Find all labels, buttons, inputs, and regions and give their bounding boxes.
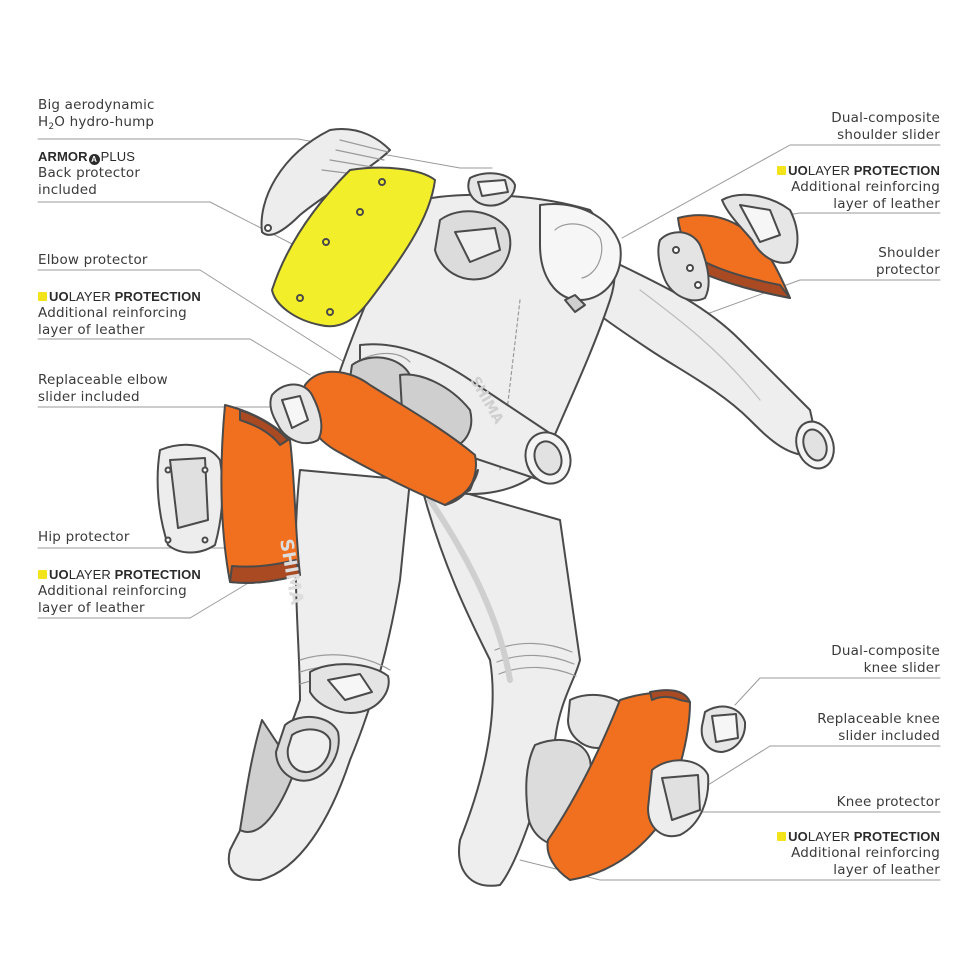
leader-duo-elbow — [37, 338, 311, 376]
knee-slider-right — [700, 705, 747, 753]
hydro-hump — [260, 128, 391, 236]
label-knee-slider-replaceable: Replaceable knee slider included — [817, 711, 940, 744]
leader-shoulder-slider — [621, 144, 941, 239]
leader-knee-slider — [734, 677, 941, 706]
label-hip-protector: Hip protector — [38, 529, 130, 545]
label-hydro-hump: Big aerodynamic H2O hydro-hump — [38, 97, 155, 132]
right-arm — [569, 254, 835, 470]
hip-duo-layer — [220, 404, 301, 584]
duolayer-mark-icon — [38, 292, 47, 301]
right-shoulder-duo-layer — [677, 214, 791, 299]
label-elbow-slider: Replaceable elbow slider included — [38, 372, 168, 405]
label-shoulder-slider: Dual-composite shoulder slider — [831, 110, 940, 143]
right-shoulder-slider — [721, 193, 799, 264]
shoulder-slider-back — [467, 172, 516, 207]
leader-duo-knee — [519, 859, 941, 881]
knee-protector-right — [647, 759, 710, 838]
label-duo-shoulder: UOLAYER PROTECTION Additional reinforcin… — [777, 162, 940, 213]
leader-knee-slider-repl — [699, 745, 941, 791]
label-shoulder-protector: Shoulder protector — [875, 245, 940, 278]
leader-duo-hip — [37, 581, 251, 619]
duolayer-mark-icon — [777, 166, 787, 175]
duolayer-logo: UOLAYER PROTECTION — [777, 828, 940, 845]
elbow-slider — [269, 383, 323, 445]
duolayer-logo: UOLAYER PROTECTION — [38, 288, 201, 305]
left-knee-slider — [309, 663, 390, 714]
label-elbow-protector: Elbow protector — [38, 252, 148, 268]
label-knee-protector: Knee protector — [836, 794, 940, 810]
duolayer-mark-icon — [38, 570, 47, 579]
leader-elbow — [37, 269, 361, 373]
duolayer-logo: UOLAYER PROTECTION — [777, 162, 940, 179]
back-protector — [271, 166, 436, 328]
elbow-duo-layer — [302, 370, 479, 506]
right-shoulder-protector — [657, 231, 710, 302]
label-duo-knee: UOLAYER PROTECTION Additional reinforcin… — [777, 828, 940, 879]
shoulder-cup — [434, 210, 512, 281]
label-knee-slider: Dual-composite knee slider — [831, 643, 940, 676]
label-duo-elbow: UOLAYER PROTECTION Additional reinforcin… — [38, 288, 201, 338]
knee-duo-layer — [546, 689, 691, 881]
duolayer-logo: UOLAYER PROTECTION — [38, 566, 201, 583]
duolayer-mark-icon — [777, 832, 787, 841]
hip-protector — [156, 443, 224, 554]
left-knee-cup — [275, 715, 340, 782]
label-duo-hip: UOLAYER PROTECTION Additional reinforcin… — [38, 566, 201, 616]
leader-shoulder — [684, 279, 941, 323]
